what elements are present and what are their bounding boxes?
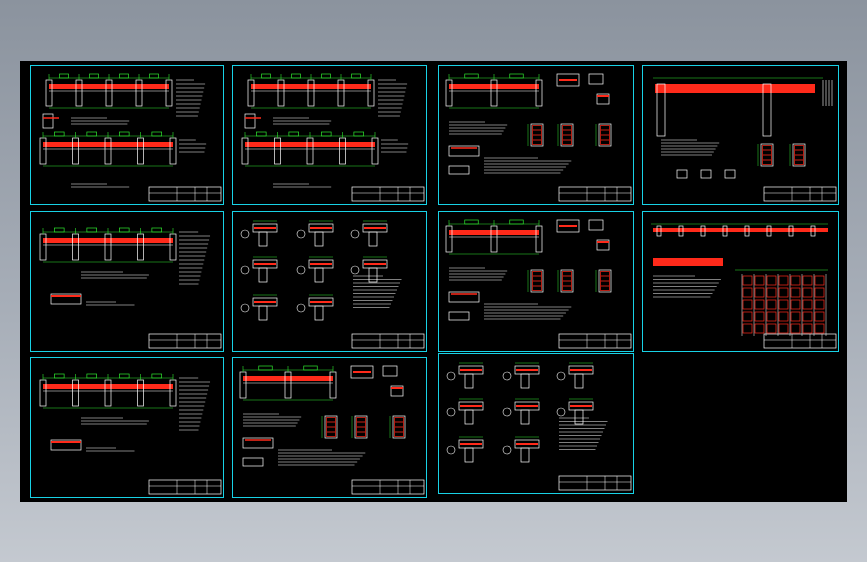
sheet-9-drawing — [39, 373, 222, 495]
sheet-10-drawing — [239, 365, 425, 495]
sheet-9[interactable] — [30, 357, 224, 498]
sheet-3[interactable] — [438, 65, 634, 205]
sheet-11[interactable] — [438, 353, 634, 494]
sheet-8[interactable] — [642, 211, 839, 352]
drawing-canvas[interactable] — [20, 61, 847, 502]
sheet-1[interactable] — [30, 65, 224, 205]
sheet-5[interactable] — [30, 211, 224, 352]
sheet-3-drawing — [445, 73, 632, 202]
sheet-5-drawing — [39, 227, 222, 349]
sheet-4[interactable] — [642, 65, 839, 205]
sheet-7-drawing — [445, 219, 632, 349]
sheet-7[interactable] — [438, 211, 634, 352]
sheet-8-drawing — [651, 223, 837, 349]
sheet-4-drawing — [653, 77, 837, 202]
sheet-1-drawing — [39, 73, 222, 202]
sheet-11-drawing — [446, 362, 632, 491]
sheet-6-drawing — [240, 220, 425, 349]
sheet-10[interactable] — [232, 357, 427, 498]
sheet-2-drawing — [241, 73, 425, 202]
sheet-2[interactable] — [232, 65, 427, 205]
sheet-6[interactable] — [232, 211, 427, 352]
